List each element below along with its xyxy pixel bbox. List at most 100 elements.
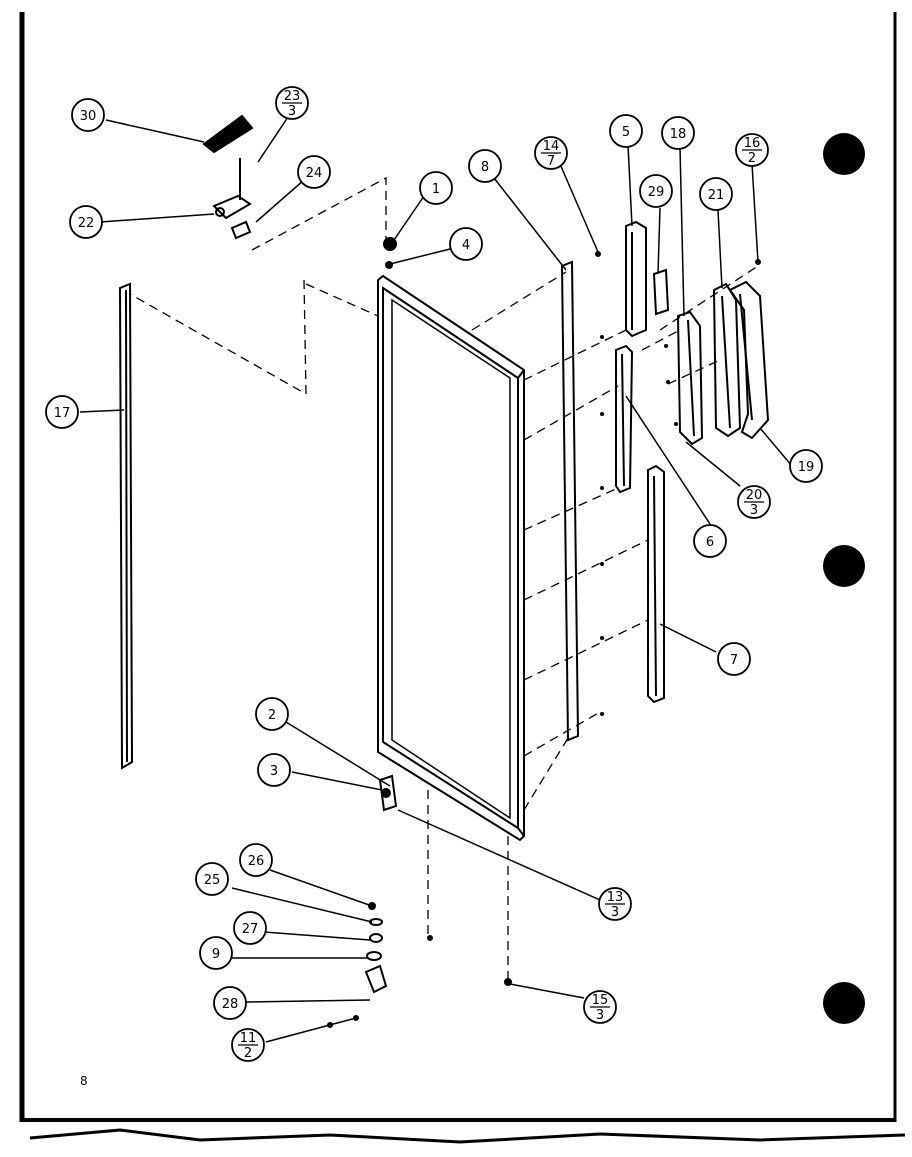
binder-hole-top <box>823 133 865 175</box>
callout-7: 7 <box>717 642 751 676</box>
callout-circle <box>297 155 331 189</box>
callout-circle <box>199 936 233 970</box>
callout-19: 19 <box>789 449 823 483</box>
callout-circle <box>699 177 733 211</box>
callout-21: 21 <box>699 177 733 211</box>
callout-quantity: 3 <box>596 1008 604 1023</box>
binder-hole-middle <box>823 545 865 587</box>
callout-circle <box>45 395 79 429</box>
callout-circle <box>609 114 643 148</box>
callout-number: 25 <box>204 873 221 888</box>
callout-29: 29 <box>639 174 673 208</box>
callout-5: 5 <box>609 114 643 148</box>
callout-number: 23 <box>284 89 301 104</box>
callout-circle <box>255 697 289 731</box>
callout-circle <box>419 171 453 205</box>
callout-25: 25 <box>195 862 229 896</box>
trim-pieces <box>615 220 670 704</box>
callout-14: 147 <box>534 136 568 170</box>
callout-circle <box>257 753 291 787</box>
callout-6: 6 <box>693 524 727 558</box>
callout-22: 22 <box>69 205 103 239</box>
callout-quantity: 7 <box>547 154 555 169</box>
door-liner-strip <box>560 260 580 742</box>
handle-assembly <box>676 280 770 446</box>
page-frame <box>0 12 912 1152</box>
callout-number: 17 <box>54 406 71 421</box>
liner-screws <box>600 335 678 716</box>
callout-circle <box>233 911 267 945</box>
callout-4: 4 <box>449 227 483 261</box>
callout-quantity: 3 <box>611 905 619 920</box>
callout-layer: 3023324221481475291816221192036717231332… <box>45 86 823 1062</box>
leader-lines <box>79 113 793 1043</box>
trim-5 <box>625 220 647 338</box>
callout-30: 30 <box>71 98 105 132</box>
callout-number: 11 <box>240 1031 257 1046</box>
callout-number: 18 <box>670 127 687 142</box>
trim-6 <box>615 344 634 494</box>
callout-number: 20 <box>746 488 763 503</box>
callout-circle <box>239 843 273 877</box>
callout-number: 2 <box>268 708 276 723</box>
callout-number: 8 <box>481 160 489 175</box>
binder-hole-bottom <box>823 982 865 1024</box>
hinge-pin-24 <box>230 220 252 240</box>
callout-number: 3 <box>270 764 278 779</box>
callout-16: 162 <box>735 133 769 167</box>
hinge-bracket-2 <box>378 774 398 812</box>
callout-quantity: 3 <box>288 104 296 119</box>
callout-13: 133 <box>598 887 632 921</box>
callout-15: 153 <box>583 990 617 1024</box>
callout-17: 17 <box>45 395 79 429</box>
callout-number: 14 <box>543 139 560 154</box>
handle-trim-18 <box>676 310 704 446</box>
callout-3: 3 <box>257 753 291 787</box>
callout-number: 29 <box>648 185 665 200</box>
callout-number: 7 <box>730 653 738 668</box>
top-hinge-assembly <box>202 114 254 240</box>
bottom-hinge-assembly <box>327 237 761 1028</box>
callout-number: 19 <box>798 460 815 475</box>
callout-20: 203 <box>737 485 771 519</box>
door-panel <box>377 274 525 842</box>
callout-number: 9 <box>212 947 220 962</box>
callout-number: 16 <box>744 136 761 151</box>
callout-number: 5 <box>622 125 630 140</box>
hinge-cover-30 <box>202 114 254 154</box>
callout-circle <box>69 205 103 239</box>
callout-11: 112 <box>231 1028 265 1062</box>
callout-27: 27 <box>233 911 267 945</box>
callout-18: 18 <box>661 116 695 150</box>
callout-number: 4 <box>462 238 470 253</box>
callout-26: 26 <box>239 843 273 877</box>
callout-23: 233 <box>275 86 309 120</box>
callout-circle <box>789 449 823 483</box>
callout-circle <box>639 174 673 208</box>
hinge-22 <box>212 194 252 220</box>
callout-8: 8 <box>468 149 502 183</box>
callout-number: 22 <box>78 216 95 231</box>
binder-holes <box>823 133 865 1024</box>
callout-quantity: 2 <box>748 151 756 166</box>
trim-7 <box>647 464 665 704</box>
callout-quantity: 2 <box>244 1046 252 1061</box>
callout-number: 15 <box>592 993 609 1008</box>
callout-circle <box>661 116 695 150</box>
callout-circle <box>468 149 502 183</box>
callout-number: 13 <box>607 890 624 905</box>
callout-number: 26 <box>248 854 265 869</box>
callout-circle <box>195 862 229 896</box>
bracket-29 <box>652 268 670 316</box>
spring-1 <box>383 237 397 251</box>
callout-circle <box>71 98 105 132</box>
callout-circle <box>693 524 727 558</box>
callout-number: 27 <box>242 922 259 937</box>
handle-trim-21 <box>712 282 742 438</box>
callout-number: 24 <box>306 166 323 181</box>
callout-9: 9 <box>199 936 233 970</box>
callout-24: 24 <box>297 155 331 189</box>
callout-number: 30 <box>80 109 97 124</box>
screw-4 <box>385 261 393 269</box>
callout-number: 6 <box>706 535 714 550</box>
